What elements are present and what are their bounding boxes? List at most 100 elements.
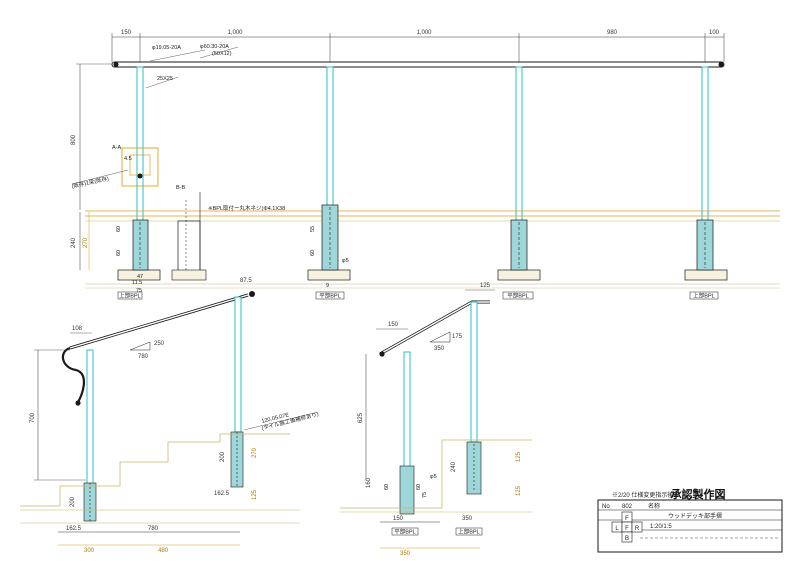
svg-text:平部BPL: 平部BPL [319, 292, 340, 300]
right-phi5: φ5 [430, 474, 437, 480]
name-value: ウッドデッキ部手摺 [668, 512, 722, 520]
small-dim-4: 60 [310, 250, 316, 256]
rail-end-left [113, 62, 119, 67]
dim-162-5-top: 162.5 [214, 491, 230, 497]
scale-value: 1:20/1:5 [650, 524, 672, 530]
svg-text:平部BPL: 平部BPL [507, 292, 528, 300]
height-200: 200 [70, 496, 76, 507]
title-block: 承認製作図 ※2/20 仕様変更指示後 No 802 名称 ウッドデッキ部手摺 … [597, 487, 783, 553]
title-note: ※2/20 仕様変更指示後 [612, 491, 673, 499]
height-800: 800 [71, 134, 77, 145]
note-left: (既存)1梁(既存) [71, 174, 110, 190]
bot-150: 150 [393, 516, 404, 522]
dim-480: 480 [158, 548, 169, 554]
plate-label-4: 上部BPL [689, 292, 719, 300]
top-view: 150 1,000 1,000 980 100 φ19.05-20A φ60.3… [71, 30, 780, 300]
scroll-end [61, 346, 85, 403]
dim-270: 270 [252, 447, 258, 458]
detail-a-a: A-A 4.5 (既存)1梁(既存) [71, 145, 159, 190]
row-f: F [625, 526, 629, 532]
foot-dim-47: 47 [137, 274, 143, 280]
slope-350: 350 [434, 346, 445, 352]
dim-780: 780 [148, 526, 159, 532]
right-small-1: 60 [384, 484, 390, 490]
base-4 [684, 219, 728, 281]
dim-125b: 125 [516, 451, 522, 462]
base-1 [117, 219, 161, 281]
bpl-label-b: 上部BPL [455, 528, 483, 536]
bot-350b: 350 [400, 551, 411, 557]
dim-125: 125 [480, 283, 491, 289]
dim-1000-b: 1,000 [416, 30, 432, 36]
row-r: R [635, 526, 640, 532]
dim-108: 108 [72, 326, 83, 332]
right-small-3: 75 [422, 492, 428, 498]
slope-250: 250 [154, 341, 165, 347]
foot-dim-75: 75 [136, 288, 142, 294]
section-a-a-label: A-A [112, 145, 122, 151]
right-small-2: 60 [416, 484, 422, 490]
pipe-label-2: φ60.30-20A [200, 44, 229, 50]
right-post-2 [470, 301, 478, 443]
dim-200b: 200 [220, 451, 226, 462]
bot-350: 350 [462, 516, 473, 522]
height-625: 625 [358, 412, 364, 423]
height-700: 700 [30, 412, 36, 423]
dim-300: 300 [84, 548, 95, 554]
dim-125c: 125 [516, 485, 522, 496]
foot-dim-9: 9 [326, 283, 329, 289]
row-l: L [615, 526, 619, 532]
small-dim-3: 55 [310, 226, 316, 232]
dim-162-5-bottom: 162.5 [66, 526, 82, 532]
small-dim-1: 60 [116, 226, 122, 232]
base-2 [307, 204, 351, 281]
svg-text:平部BPL: 平部BPL [394, 528, 415, 536]
small-dim-2: 60 [116, 250, 122, 256]
name-label: 名称 [648, 502, 660, 510]
dim-150: 150 [388, 322, 399, 328]
base-3 [497, 219, 541, 281]
right-stair [340, 439, 532, 509]
section-b-b-label: B-B [176, 185, 186, 191]
pipe-label-3: (50X12) [212, 51, 232, 57]
svg-text:上部BPL: 上部BPL [458, 528, 479, 536]
dim-1000-a: 1,000 [227, 30, 243, 36]
title-header: 承認製作図 [671, 487, 726, 501]
height-270: 270 [83, 237, 89, 248]
right-post-1 [403, 351, 411, 481]
left-post-1 [86, 349, 94, 486]
detail-b-b: B-B ※BPL取付ー丸木ネジ(Φ4.1X38 [171, 185, 285, 281]
row-f-top: F [625, 516, 629, 522]
slope-175: 175 [452, 334, 463, 340]
foot-dim-115: 11.5 [132, 280, 142, 286]
right-post-1-sleeve [399, 465, 415, 515]
plate-label-2: 平部BPL [315, 292, 345, 300]
pipe-label-1: φ19.05-20A [152, 45, 181, 51]
height-240: 240 [71, 237, 77, 248]
plate-label-1: 上部BPL [117, 292, 143, 300]
dim-100: 100 [709, 30, 720, 36]
right-elevation: 150 125 175 350 625 160 240 125 125 φ5 6… [340, 283, 532, 557]
handrail-top [111, 61, 725, 68]
no-label: No [602, 504, 610, 510]
dim-87-5: 87.5 [240, 278, 252, 284]
svg-text:上部BPL: 上部BPL [119, 292, 140, 300]
stair-outline [20, 433, 290, 507]
dim-240: 240 [451, 461, 457, 472]
rail-end-right [718, 62, 724, 67]
plate-label-3: 平部BPL [502, 292, 534, 300]
no-value: 802 [622, 504, 633, 510]
left-elevation: 108 250 780 700 200 87.5 200 270 125 162… [20, 278, 320, 554]
dim-125: 125 [252, 489, 258, 500]
left-post-2 [234, 296, 242, 433]
bracket-label: 25X25 [157, 76, 173, 82]
slope-780: 780 [138, 354, 149, 360]
bpl-label-a: 平部BPL [391, 528, 419, 536]
row-b: B [625, 536, 629, 542]
dim-980: 980 [607, 30, 618, 36]
svg-text:上部BPL: 上部BPL [693, 292, 714, 300]
dim-4-5: 4.5 [124, 156, 132, 162]
dim-160: 160 [366, 477, 372, 488]
